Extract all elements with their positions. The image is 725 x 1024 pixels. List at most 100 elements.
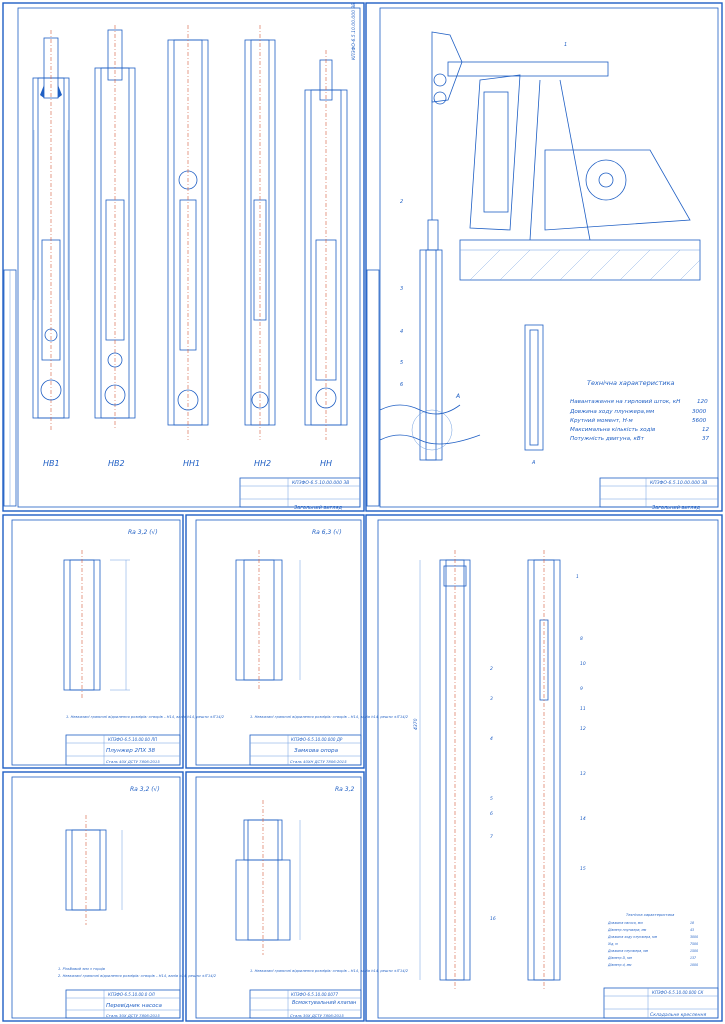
sheet-pump-types: НВ1 НВ2 НН1 НН2 НН КПЗФО-6.5.10.00.000 З… [2, 2, 365, 512]
assembly-part-2: 2 [490, 666, 493, 672]
well-string [379, 219, 481, 461]
spec-label-1: Довжина ходу плунжера,мм [569, 409, 655, 415]
pump-nn1-drawing [167, 25, 209, 440]
assembly-part-7: 7 [490, 834, 493, 840]
pump-label-nn1: НН1 [183, 459, 200, 468]
suction-valve-drawing [235, 800, 301, 955]
part-label-3: 3 [400, 286, 403, 292]
material-sheet4: Сталь 40ХН ДСТУ 7806:2015 [290, 759, 347, 764]
assembly-part-12: 12 [580, 726, 586, 732]
stamp-title-sheet7: Складальне креслення [650, 1012, 706, 1018]
assembly-left-view [419, 550, 471, 990]
stamp-code-sheet4: КПЗФО-6.5.10.00.000 ДР [291, 737, 343, 742]
material-sheet3: Сталь 40Х ДСТУ 7806:2015 [106, 759, 160, 764]
pumping-unit-drawing [431, 31, 691, 241]
assembly-row-value-5: 137 [690, 956, 696, 960]
part-labels-sheet2: 1 2 3 4 5 6 [400, 42, 567, 388]
spec-value-4: 37 [702, 436, 710, 442]
pump-nv2-drawing [94, 25, 136, 430]
title-block-sheet6: КПЗФО-6.5.10.00.0077 Всмоктувальний клап… [249, 989, 362, 1019]
title-block-sheet4: КПЗФО-6.5.10.00.000 ДР Замкова опора Ста… [249, 734, 362, 766]
side-code-sheet1: КПЗФО-6.5.10.00.000 ЗВ [351, 3, 357, 60]
title-block-sheet7: КПЗФО-6.5.10.00.000 СК Складальне кресле… [603, 987, 719, 1019]
part-label-2: 2 [400, 199, 403, 205]
assembly-row-value-3: 7500 [690, 942, 698, 946]
stamp-code-sheet2: КПЗФО-6.5.10.00.000 ЗВ [650, 480, 707, 486]
pump-nv1-drawing [32, 30, 70, 430]
callout-a: А [455, 393, 460, 400]
assembly-right-view [527, 550, 561, 990]
assembly-row-value-0: 18 [690, 921, 694, 925]
sheet-lock-support: Ra 6,3 (√) 1. Невказані граничні відхиле… [185, 514, 409, 769]
part-title-sheet6: Всмоктувальний клапан [292, 1000, 357, 1006]
assembly-part-15: 15 [580, 866, 586, 872]
material-sheet5: Сталь 30Х ДСТУ 7806:2015 [106, 1013, 160, 1018]
sheet-pumping-unit: А А 1 2 3 4 5 6 Технічна характеристика … [365, 2, 723, 512]
assembly-part-14: 14 [580, 816, 586, 822]
note1-sheet5: 1. Різьбовий зєм з торців [58, 967, 105, 971]
assembly-part-16: 16 [490, 916, 496, 922]
note-sheet3: 1. Невказані граничні відхилення розмірі… [66, 715, 225, 719]
stamp-title-sheet1: Загальний вигляд [294, 505, 342, 511]
assembly-row-value-4: 1500 [690, 949, 698, 953]
stamp-title-sheet2: Загальний вигляд [652, 505, 700, 511]
spec-label-0: Навантаження на гирловий шток, кН [570, 399, 681, 405]
assembly-part-11: 11 [580, 706, 586, 712]
pump-label-nv1: НВ1 [43, 459, 60, 468]
title-block-sheet5: КПЗФО-6.5.10.00.0 ОЛ Перевідник насоса С… [65, 989, 181, 1019]
note2-sheet5: 2. Невказані граничні відхилення розмірі… [58, 974, 217, 978]
roughness-sheet3: Ra 3,2 (√) [128, 529, 158, 536]
assembly-table-title: Технічна характеристика [626, 913, 674, 917]
assembly-part-4: 4 [490, 736, 493, 742]
sheet-suction-valve: Ra 3,2 1. Невказані граничні відхилення … [185, 771, 409, 1022]
assembly-row-label-2: Довжина ходу плунжера, мм [607, 935, 658, 939]
spec-value-0: 120 [697, 399, 708, 405]
assembly-row-value-2: 3000 [690, 935, 698, 939]
part-labels-sheet7: 1 2 3 4 5 6 7 8 9 10 11 12 13 14 15 16 [490, 574, 586, 922]
assembly-part-1: 1 [576, 574, 579, 580]
assembly-part-10: 10 [580, 661, 586, 667]
assembly-part-8: 8 [580, 636, 583, 642]
stamp-code-sheet5: КПЗФО-6.5.10.00.0 ОЛ [108, 992, 155, 997]
tech-spec-block: Технічна характеристика Навантаження на … [569, 379, 710, 442]
sheet-pump-adapter: Ra 3,2 (√) 1. Різьбовий зєм з торців 2. … [2, 771, 217, 1022]
part-label-1: 1 [564, 42, 567, 48]
pump-label-nv2: НВ2 [108, 459, 125, 468]
assembly-part-3: 3 [490, 696, 493, 702]
assembly-row-label-3: Хід, м [607, 942, 618, 946]
adapter-drawing [65, 815, 123, 925]
sheet-assembly: 4370 1 2 3 4 5 6 7 8 9 10 11 12 13 14 15… [365, 514, 723, 1022]
part-title-sheet4: Замкова опора [294, 748, 339, 754]
assembly-height-dim: 4370 [413, 718, 419, 730]
stamp-code-sheet6: КПЗФО-6.5.10.00.0077 [291, 992, 338, 997]
assembly-part-13: 13 [580, 771, 586, 777]
stamp-code-sheet1: КПЗФО-6.5.10.00.000 ЗВ [292, 480, 349, 486]
plunger-drawing [63, 550, 130, 700]
assembly-part-6: 6 [490, 811, 493, 817]
foundation [459, 239, 701, 281]
part-title-sheet5: Перевідник насоса [106, 1003, 162, 1009]
spec-label-3: Максимальна кількість ходів [570, 427, 655, 433]
part-label-6: 6 [400, 382, 403, 388]
spec-value-2: 5600 [692, 418, 707, 424]
material-sheet6: Сталь 30Х ДСТУ 7806:2015 [290, 1013, 344, 1018]
assembly-row-label-1: Діаметр плунжера, мм [607, 928, 647, 932]
spec-value-1: 3000 [692, 409, 707, 415]
assembly-row-label-0: Довжина насоса, мм [607, 921, 643, 925]
part-title-sheet3: Плунжер 2ПХ 38 [106, 748, 155, 754]
roughness-sheet5: Ra 3,2 (√) [130, 786, 160, 793]
part-label-4: 4 [400, 329, 403, 335]
stamp-code-sheet3: КПЗФО-6.5.10.00.00 ЛП [108, 737, 157, 742]
spec-title: Технічна характеристика [587, 379, 675, 387]
note-sheet4: 1. Невказані граничні відхилення розмірі… [250, 715, 409, 719]
part-label-5: 5 [400, 360, 403, 366]
sheet-plunger: Ra 3,2 (√) 1. Невказані граничні відхиле… [2, 514, 225, 769]
pump-nn-drawing [304, 50, 348, 440]
assembly-row-value-6: 1000 [690, 963, 698, 967]
assembly-part-9: 9 [580, 686, 583, 692]
roughness-sheet6: Ra 3,2 [335, 786, 354, 793]
title-block-sheet2: КПЗФО-6.5.10.00.000 ЗВ Загальний вигляд [599, 477, 719, 511]
pump-nn2-drawing [244, 25, 276, 440]
title-block-sheet1: КПЗФО-6.5.10.00.000 ЗВ Загальний вигляд [239, 477, 361, 511]
